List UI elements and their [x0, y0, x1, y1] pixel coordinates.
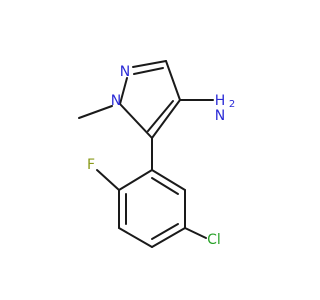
atom-n-methyl: N: [111, 93, 121, 109]
bond-n2-c3-double: [133, 67, 164, 75]
bond-c4-c5: [151, 99, 181, 139]
bond-n1-methyl: [78, 105, 113, 119]
bond-ph-c3-c4: [118, 227, 153, 248]
bond-ph-c4-c5: [151, 227, 186, 248]
bond-ph-c6-c1: [151, 169, 186, 191]
bond-ph-c4-c5-double: [151, 223, 179, 240]
bond-ph-c6-c1-double: [151, 177, 179, 195]
bond-ph-c1-c2: [118, 169, 153, 191]
bond-c4-c5-double: [147, 100, 174, 132]
bond-n2-c3: [132, 60, 167, 68]
bond-n1-n2: [119, 77, 128, 105]
atom-nh2-n: N: [215, 108, 225, 124]
atom-nh2-sub: 2: [229, 99, 235, 110]
molecule-diagram: N N H 2 N F Cl: [78, 60, 235, 248]
bond-ph-fluorine: [96, 169, 120, 191]
atom-nh2-h: H: [215, 93, 226, 109]
bond-c5-n1: [119, 103, 153, 139]
atom-fluorine: F: [87, 157, 95, 173]
structure-svg: N N H 2 N F Cl: [78, 60, 235, 248]
atom-n-ring: N: [120, 64, 130, 80]
bond-c3-c4: [165, 60, 181, 101]
atom-chlorine: Cl: [207, 232, 221, 248]
bond-ph-chlorine: [184, 227, 207, 239]
